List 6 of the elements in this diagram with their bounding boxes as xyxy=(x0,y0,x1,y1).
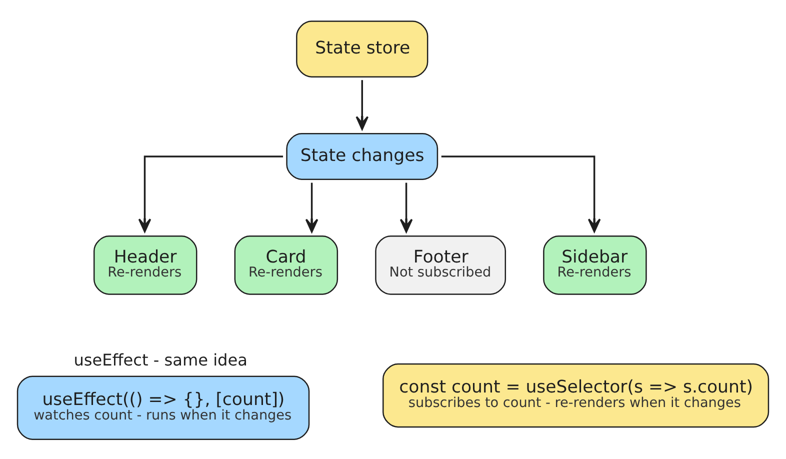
arrow xyxy=(356,80,369,130)
arrow xyxy=(305,182,318,232)
node-label: useEffect - same idea xyxy=(74,350,248,370)
arrow xyxy=(441,155,601,232)
arrow xyxy=(138,155,284,232)
arrow xyxy=(400,182,413,232)
